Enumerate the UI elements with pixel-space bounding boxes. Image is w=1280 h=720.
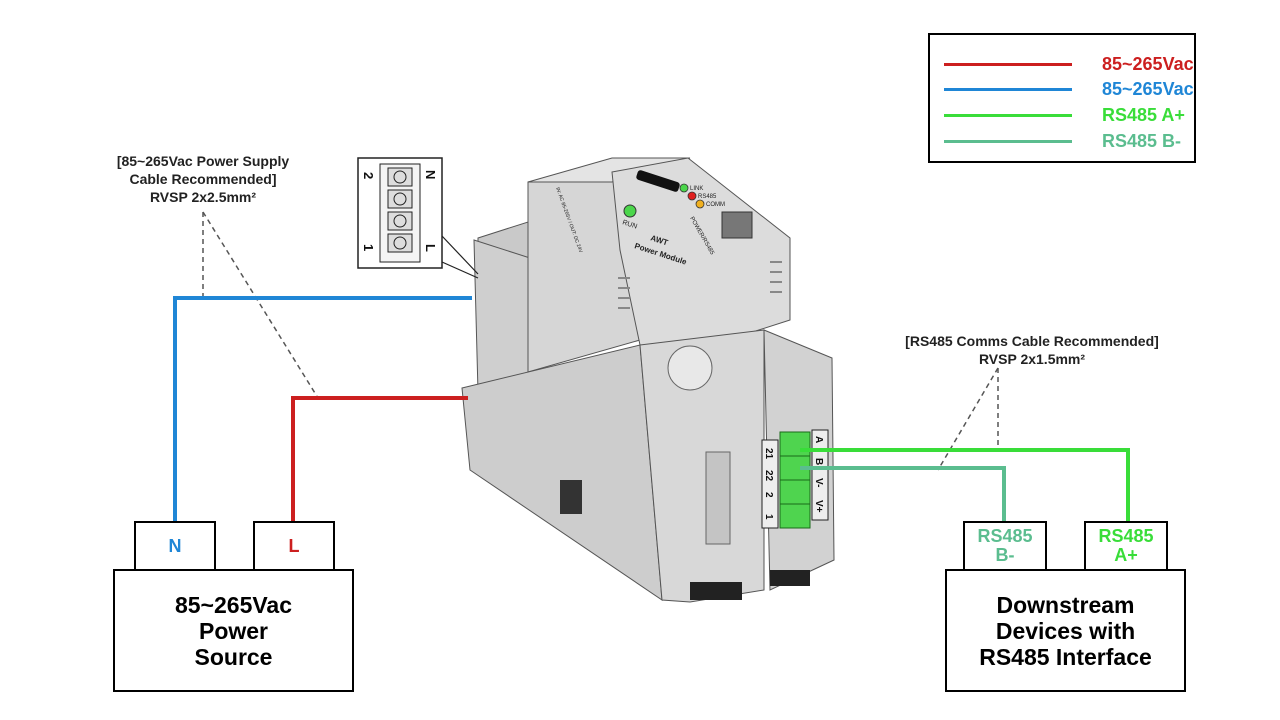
terminal-rs485-b-line2: B- (995, 545, 1015, 565)
legend-text-red: 85~265Vac (1102, 54, 1194, 74)
terminal-rs485-a-line2: A+ (1114, 545, 1138, 565)
link-led (679, 183, 689, 193)
comm-label: COMM (706, 202, 725, 208)
inset-callout-lines (441, 235, 479, 279)
rs485-note-line1: [RS485 Comms Cable Recommended] (905, 333, 1159, 349)
legend-text-teal: RS485 B- (1102, 131, 1182, 151)
inset-screws (387, 167, 413, 253)
power-note-leader-diag (202, 211, 319, 399)
device-knob (667, 345, 713, 391)
terminal-label-21: 21 (763, 448, 774, 460)
link-label: LINK (690, 186, 703, 192)
legend-line-red (944, 63, 1072, 66)
power-source-box: 85~265Vac Power Source (113, 569, 354, 692)
terminal-label-22: 22 (763, 470, 774, 482)
power-note-line3: RVSP 2x2.5mm² (149, 189, 257, 205)
din-clip-side (560, 480, 582, 514)
terminal-label-vminus: V- (813, 478, 824, 487)
power-source-line3: Source (194, 643, 273, 670)
rs485-cable-note: [RS485 Comms Cable Recommended] RVSP 2x1… (872, 332, 1192, 368)
legend-line-green (944, 114, 1072, 117)
rs485-led (687, 191, 697, 201)
rs485-note-leader-diag (937, 367, 999, 471)
inset-terminal: 2 1 N L (357, 157, 443, 269)
wire-green-a (800, 448, 1130, 523)
legend-text-green: RS485 A+ (1102, 105, 1185, 125)
terminal-l: L (253, 521, 335, 571)
legend-text-blue: 85~265Vac (1102, 79, 1194, 99)
run-label: RUN (621, 219, 638, 230)
terminal-label-b: B (813, 458, 824, 465)
terminal-n: N (134, 521, 216, 571)
terminal-label-a: A (813, 436, 824, 443)
legend-item-green: RS485 A+ (944, 103, 1194, 127)
legend-item-blue: 85~265Vac (944, 77, 1194, 101)
terminal-label-2: 2 (763, 492, 774, 498)
wire-red-l (291, 396, 468, 523)
inset-label-l: L (423, 244, 438, 252)
device-vents (618, 261, 782, 309)
terminal-l-label: L (288, 535, 300, 556)
power-module-device: AWT Power Module RUN LINK RS485 COMM POW… (461, 157, 835, 603)
power-source-line2: Power (198, 617, 269, 644)
terminal-rs485-b-line1: RS485 (977, 526, 1033, 546)
downstream-devices-box: Downstream Devices with RS485 Interface (945, 569, 1186, 692)
wires (173, 296, 1130, 523)
leader-lines (202, 211, 999, 471)
terminal-label-vplus: V+ (813, 500, 824, 513)
legend-line-teal (944, 140, 1072, 143)
downstream-line2: Devices with (995, 617, 1136, 644)
run-led (623, 204, 637, 218)
wire-blue-n (173, 296, 472, 523)
din-clip-right (770, 570, 810, 586)
inset-label-2: 2 (361, 172, 376, 179)
device-window (705, 451, 731, 545)
legend-line-blue (944, 88, 1072, 91)
downstream-line1: Downstream (996, 591, 1135, 618)
din-clip-left (690, 582, 742, 600)
legend-item-red: 85~265Vac (944, 52, 1194, 76)
legend: 85~265Vac 85~265Vac RS485 A+ RS485 B- (928, 33, 1196, 163)
rs485-note-line2: RVSP 2x1.5mm² (978, 351, 1086, 367)
terminal-n-label: N (168, 535, 182, 556)
rj45-port (721, 211, 753, 239)
legend-item-teal: RS485 B- (944, 129, 1194, 153)
terminal-rs485-a-line1: RS485 (1098, 526, 1154, 546)
inset-label-1: 1 (361, 244, 376, 251)
downstream-line3: RS485 Interface (979, 643, 1152, 670)
power-note-line2: Cable Recommended] (129, 171, 277, 187)
power-note-line1: [85~265Vac Power Supply (116, 153, 290, 169)
wire-teal-b (800, 466, 1006, 523)
inset-label-n: N (423, 170, 438, 179)
power-cable-note: [85~265Vac Power Supply Cable Recommende… (80, 152, 326, 206)
power-source-line1: 85~265Vac (174, 591, 293, 618)
comm-led (695, 199, 705, 209)
terminal-rs485-b: RS485 B- (963, 521, 1047, 571)
rs485-terminal-block: 21 22 2 1 A B V- V+ (761, 429, 829, 529)
device-upper-top (527, 157, 691, 183)
device-display-slot (636, 170, 680, 192)
terminal-rs485-a: RS485 A+ (1084, 521, 1168, 571)
rs485-label: RS485 (698, 194, 717, 200)
terminal-label-1: 1 (763, 514, 774, 520)
device-lower-side (461, 344, 663, 602)
